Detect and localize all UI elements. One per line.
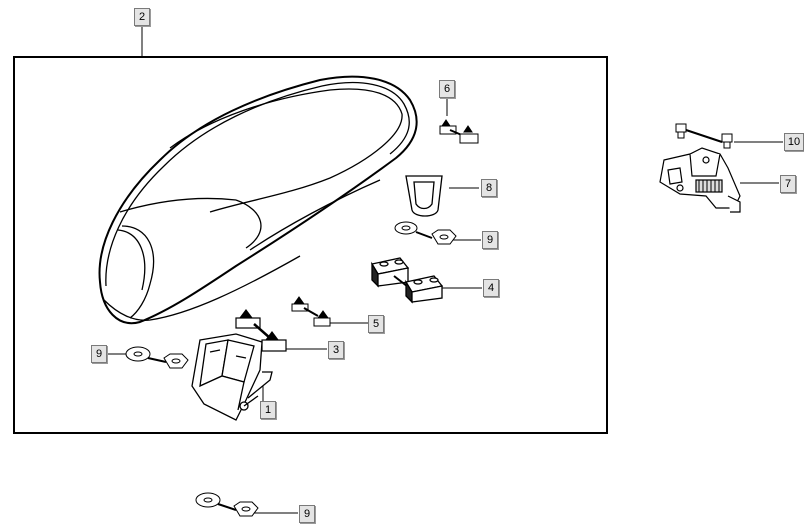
part-1-latch (191, 333, 273, 421)
part-8-stopper (405, 175, 443, 217)
part-5-bumper (291, 296, 331, 327)
part-9-washer-nut-b (125, 346, 189, 369)
part-9-washer-nut-a (394, 221, 457, 245)
callout-1: 1 (260, 401, 276, 419)
part-7-lock-bracket (659, 147, 741, 213)
callout-5: 5 (368, 315, 384, 333)
callout-10: 10 (784, 133, 804, 151)
seat-cushion (98, 75, 418, 325)
assembly-frame (13, 56, 608, 434)
callout-4: 4 (483, 279, 499, 297)
callout-3: 3 (328, 341, 344, 359)
part-9-washer-nut-c (195, 492, 259, 517)
callout-9a: 9 (482, 231, 498, 249)
callout-2: 2 (134, 8, 150, 26)
leader-lines (108, 26, 783, 514)
part-10-bolt (675, 123, 733, 149)
callout-8: 8 (481, 179, 497, 197)
part-4-rubber-block (370, 257, 444, 304)
part-3-bumper (235, 309, 287, 352)
callout-9c: 9 (299, 505, 315, 523)
part-6-bumper (439, 119, 479, 144)
callout-9b: 9 (91, 345, 107, 363)
callout-6: 6 (439, 80, 455, 98)
callout-7: 7 (780, 175, 796, 193)
